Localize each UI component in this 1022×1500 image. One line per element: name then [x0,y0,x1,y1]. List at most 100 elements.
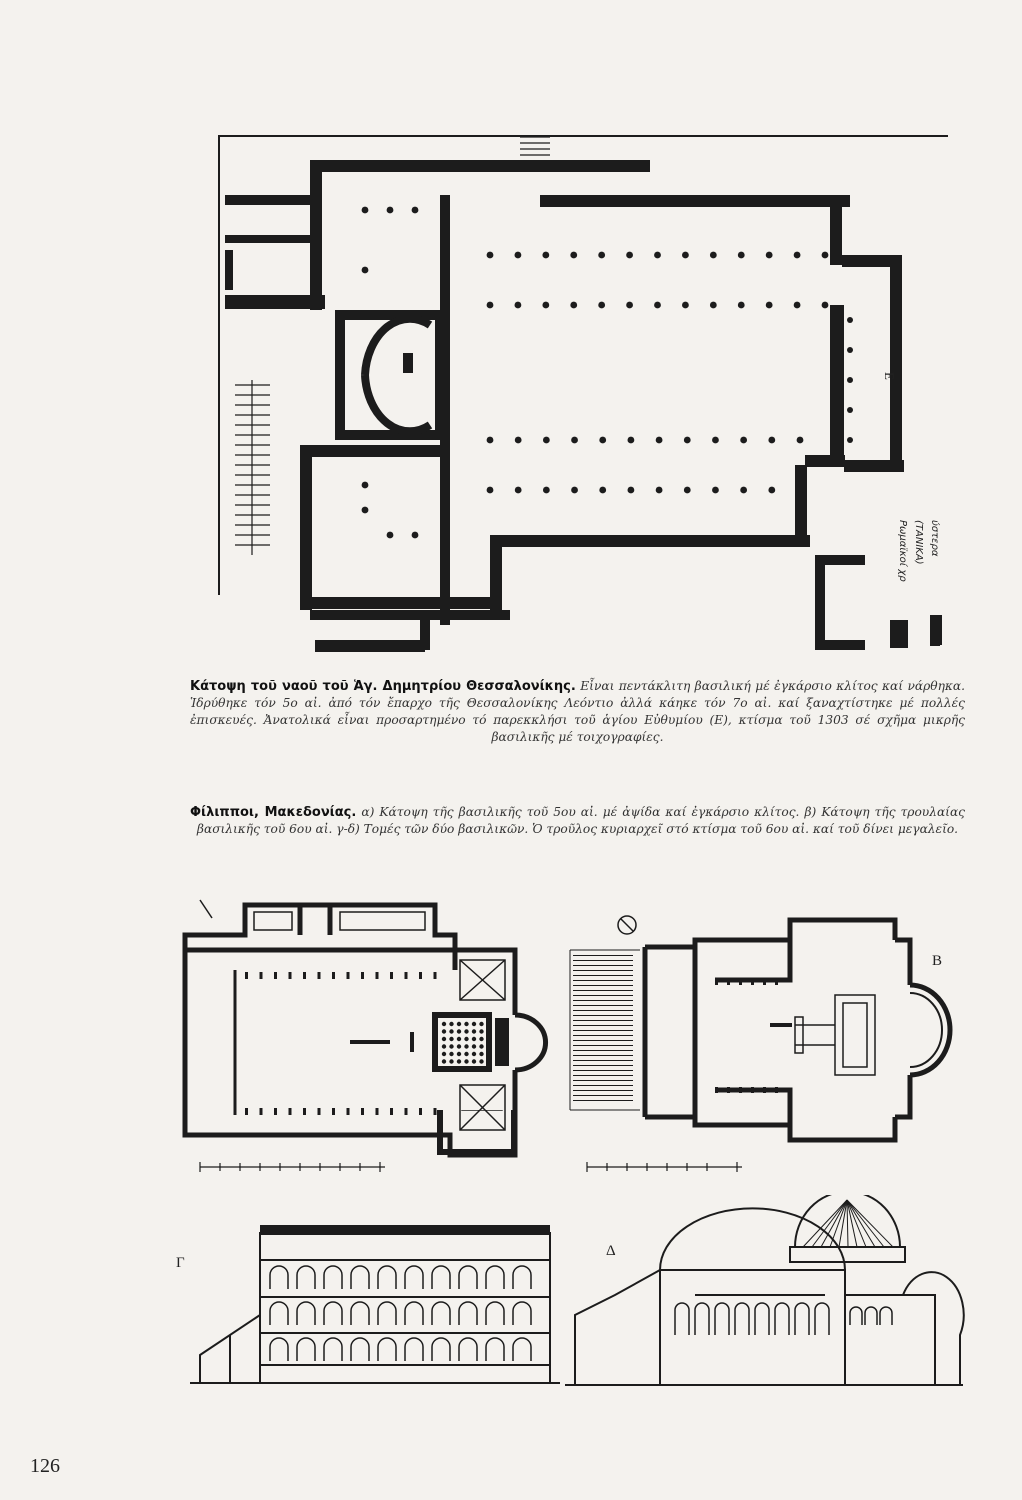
column-dot [821,301,829,309]
column-dot [847,347,853,353]
column-dot [626,251,633,259]
column-dot [514,301,522,309]
hatch-line [573,975,633,976]
hand-line-3: ύστερα [929,520,940,557]
hatch-line [573,1020,633,1021]
column-dot [386,531,394,539]
column-dot [542,486,550,494]
column-dot [847,407,853,413]
column-dot [627,436,635,444]
column-mark [433,1108,437,1115]
hatch-line [573,955,633,956]
column-mark [274,1108,277,1115]
hatch-line [573,995,633,996]
column-dot [570,251,578,259]
floor-dot [449,1051,454,1057]
arch [350,1265,370,1289]
figure-letter-d: Δ [606,1243,616,1259]
column-dot [793,301,801,309]
arch [269,1337,289,1361]
column-dot [768,486,776,494]
arch [269,1265,289,1289]
column-dot [514,251,522,259]
hatch-line [573,1065,633,1066]
floor-dot [471,1051,477,1057]
dome-rib [846,1199,858,1248]
caption-body: α) Κάτοψη τῆς βασιλικῆς τοῦ 5ου αἰ. μέ ἀ… [196,805,966,836]
floor-dot [441,1021,447,1027]
hatch-line [573,1010,633,1011]
arch [754,1302,770,1335]
arch [458,1337,478,1361]
column-dot [847,437,853,443]
floor-dot [464,1029,469,1034]
arch [431,1265,451,1289]
hatch-line [573,1015,633,1016]
hatch-line [573,1040,633,1041]
column-dot [654,251,661,259]
floor-dot [464,1021,469,1027]
arch [794,1302,810,1335]
floor-dot [449,1029,454,1034]
colonnade-dots [361,206,853,539]
hatch-line [573,1095,633,1096]
column-dot [712,436,719,444]
dome-rib [811,1199,848,1248]
caption-body: Εἶναι πεντάκλιτη βασιλική μέ ἐγκάρσιο κλ… [190,679,966,744]
arch [296,1337,316,1361]
column-mark [739,1087,742,1093]
column-mark [259,1108,263,1115]
saint-demetrios-plan [190,125,990,675]
column-dot [847,377,853,383]
column-mark [303,1108,306,1115]
dome-rib [846,1199,894,1248]
arch [674,1302,690,1335]
floor-dot [456,1036,462,1042]
column-dot [361,206,369,214]
dome-rib [820,1199,848,1248]
arch [323,1265,343,1289]
column-mark [715,979,718,985]
scale-bar-a [199,1162,385,1172]
floor-dot [456,1044,462,1049]
column-mark [259,972,263,979]
floor-dot [479,1021,484,1027]
floor-dot [479,1044,484,1049]
column-dot [411,206,419,214]
column-dot [682,301,689,309]
column-dot [765,301,773,309]
column-mark [375,972,379,979]
column-mark [775,979,778,985]
floor-dot [464,1051,469,1057]
caption-saint-demetrios: Κάτοψη τοῦ ναοῦ τοῦ Ἁγ. Δημητρίου Θεσσαλ… [190,678,965,746]
arch [458,1301,478,1325]
column-mark [375,1108,379,1115]
column-dot [709,251,717,259]
column-mark [739,979,742,985]
chapel-letter-e: Ε [881,372,897,380]
column-dot [683,436,691,444]
column-dot [361,481,369,489]
floor-dot [471,1044,477,1049]
arch [431,1301,451,1325]
column-mark [361,972,364,979]
column-dot [486,251,494,259]
page-number: 126 [30,1455,60,1477]
column-dot [570,301,578,309]
floor-dot [441,1059,447,1064]
column-mark [361,1108,364,1115]
column-mark [332,1108,335,1115]
column-mark [346,972,350,979]
column-dot [796,436,804,444]
column-mark [751,1087,754,1093]
column-dot [654,301,661,309]
column-dot [571,436,578,444]
column-mark [715,1087,718,1093]
column-mark [303,972,306,979]
column-dot [682,251,689,259]
floor-dot [464,1036,469,1042]
floor-dot [479,1051,484,1057]
hatch-line [573,1050,633,1051]
column-mark [763,979,766,985]
column-dot [542,251,550,259]
